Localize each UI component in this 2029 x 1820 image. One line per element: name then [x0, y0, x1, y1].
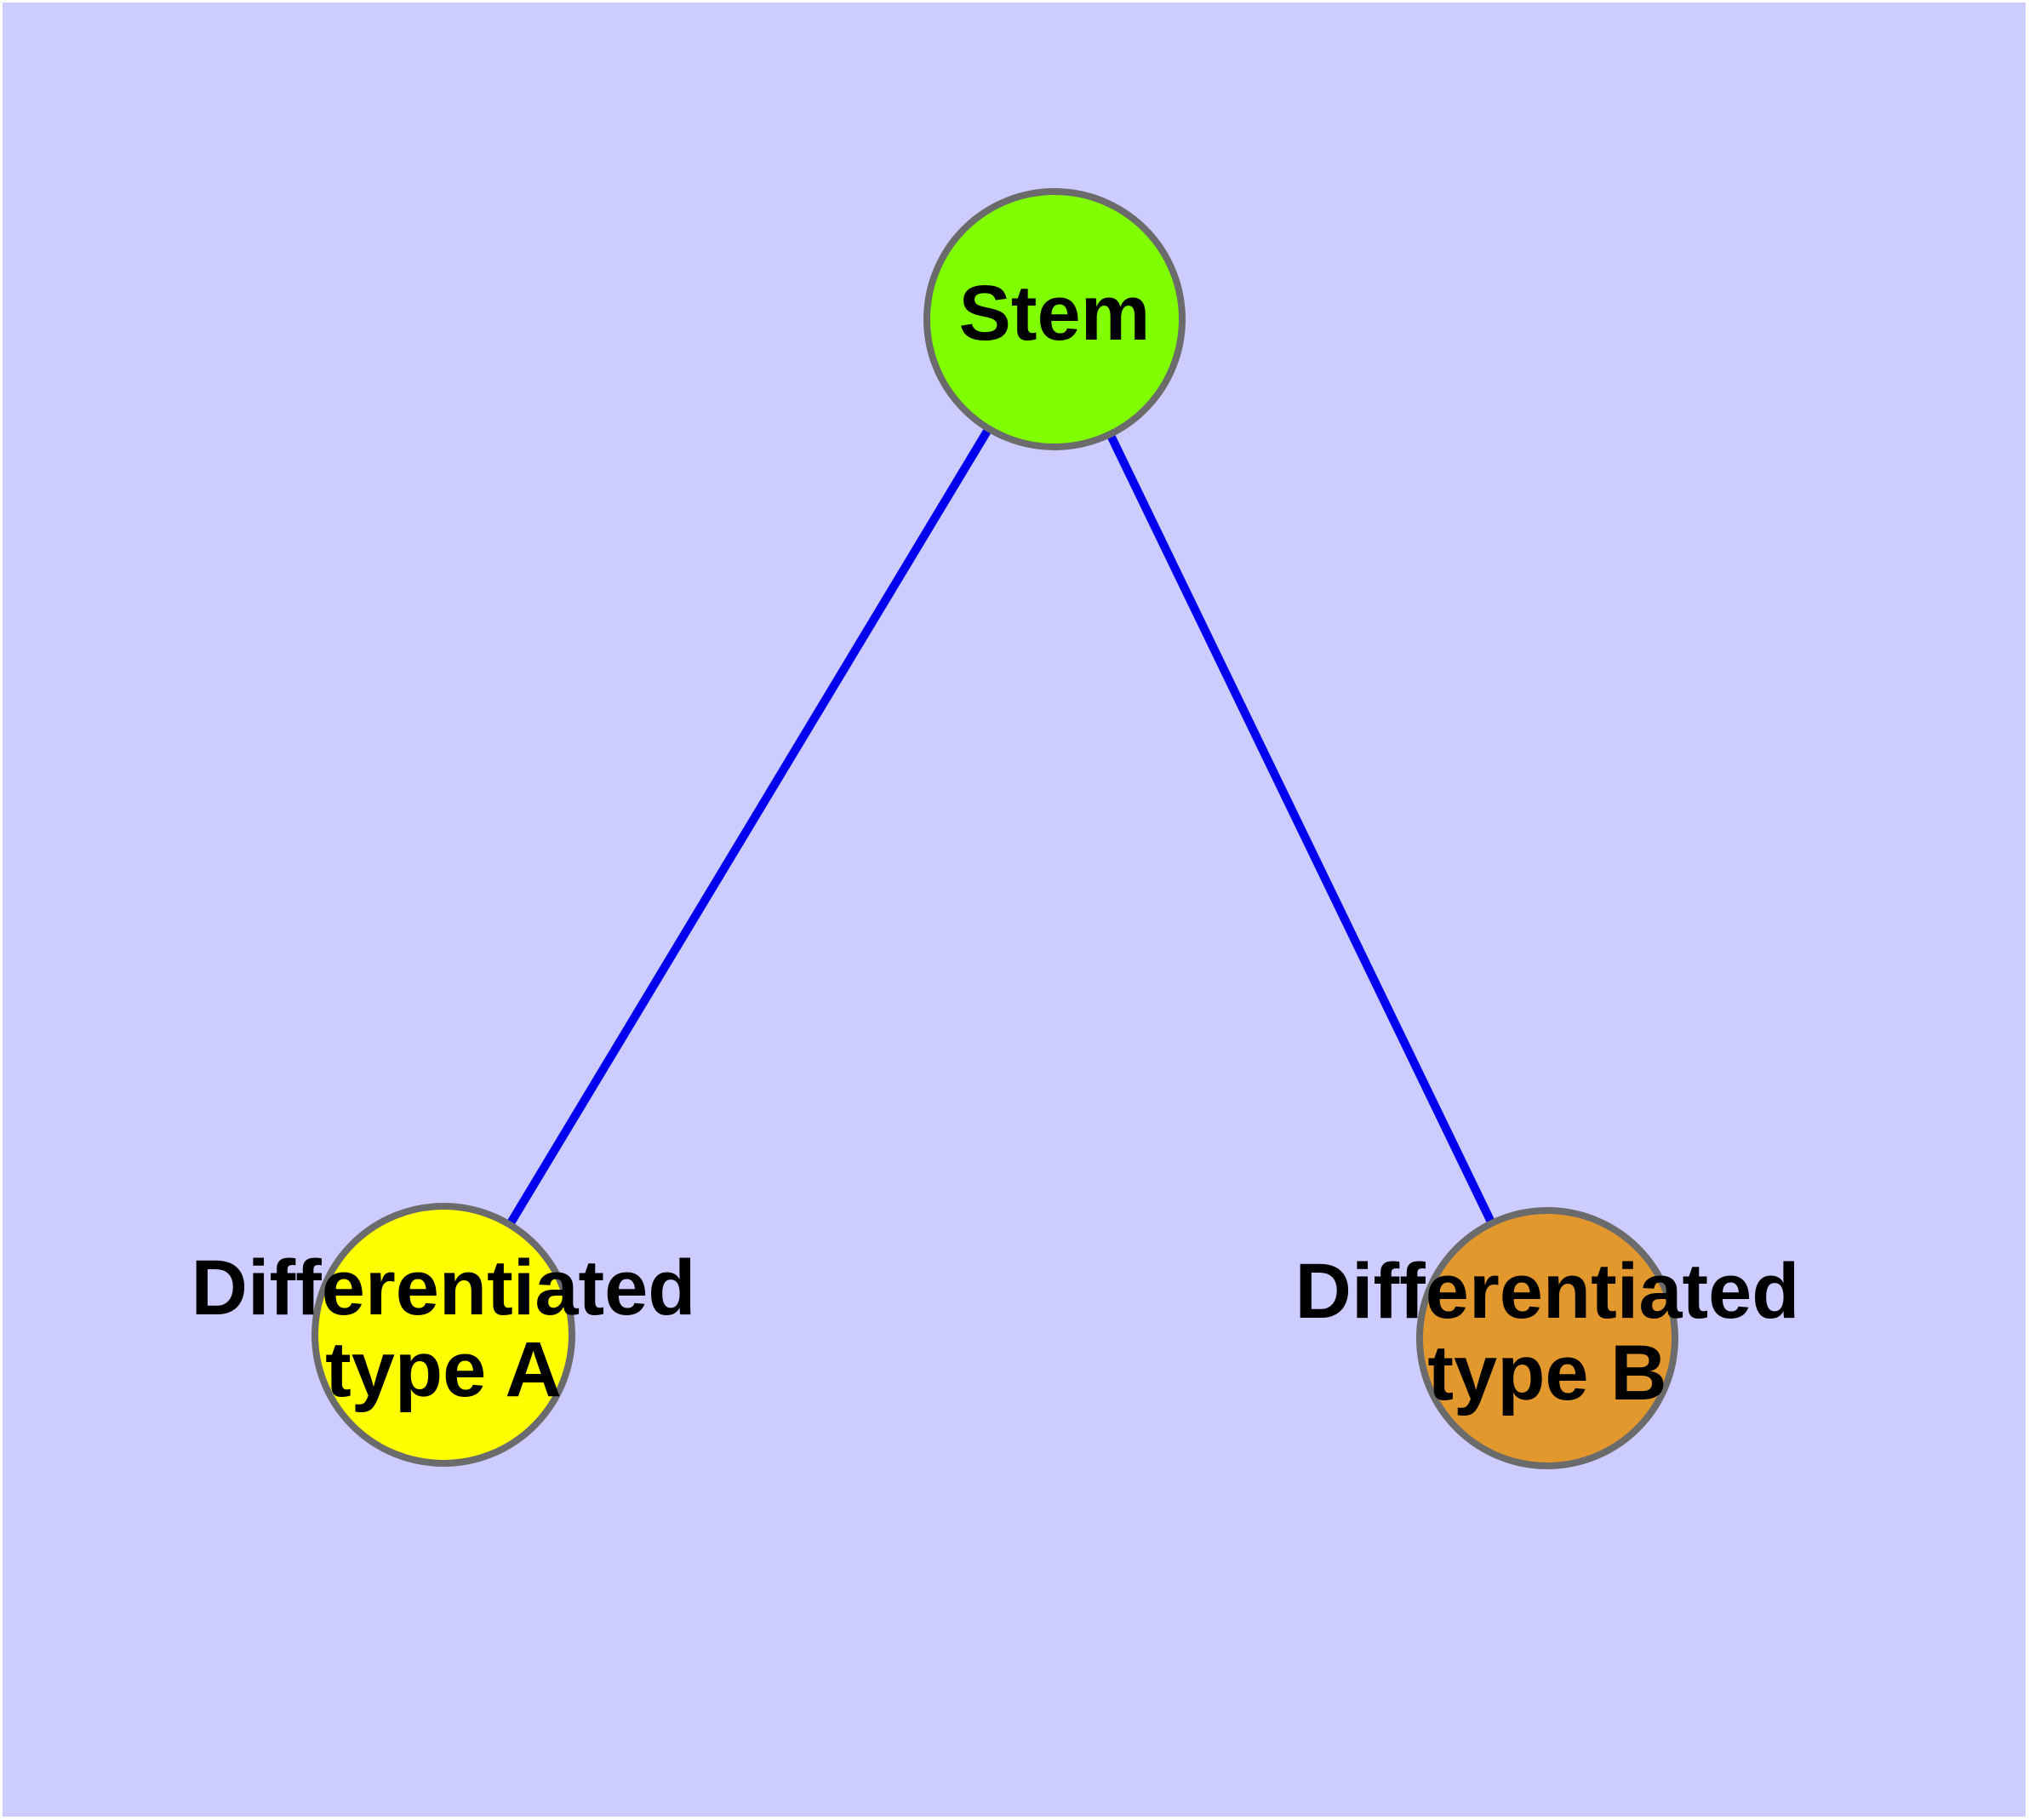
graph-node-diff-b[interactable]: [1416, 1207, 1678, 1469]
graph-node-label-line: type A: [325, 1326, 562, 1413]
graph-node-label-line: Differentiated: [1295, 1248, 1800, 1335]
graph-node-label-line: Differentiated: [191, 1245, 696, 1331]
graph-node-label-stem: Stem: [959, 270, 1151, 357]
graph-node-label-line: Stem: [959, 270, 1151, 357]
graph-node-stem[interactable]: [923, 188, 1186, 450]
graph-edge-stem-to-diff-b[interactable]: [1105, 429, 1497, 1228]
graph-node-label-line: type B: [1427, 1330, 1666, 1417]
graph-edge-stem-to-diff-a[interactable]: [504, 423, 994, 1230]
edge-layer: [504, 423, 1497, 1230]
graph-node-diff-a[interactable]: [311, 1203, 575, 1467]
